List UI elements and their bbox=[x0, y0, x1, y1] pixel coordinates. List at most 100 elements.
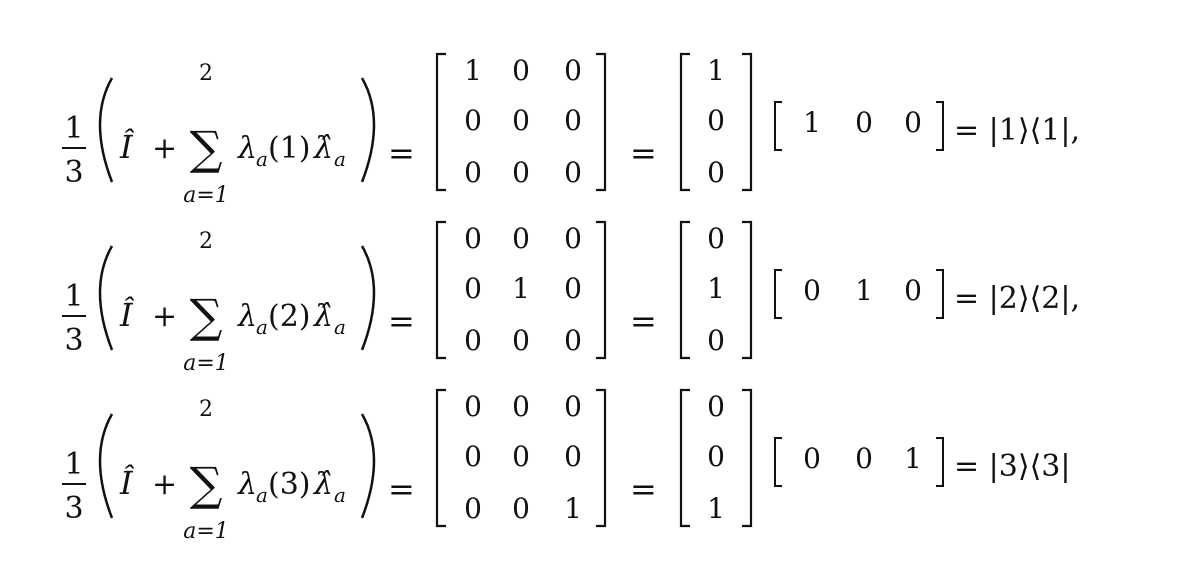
sum-symbol: ∑ bbox=[190, 457, 223, 511]
row-right-bracket bbox=[936, 269, 944, 319]
matrix-cell: 1 bbox=[564, 492, 582, 525]
matrix-cell: 0 bbox=[512, 440, 530, 473]
result-projector: = |3⟩⟨3| bbox=[954, 449, 1070, 484]
row-cell: 0 bbox=[855, 106, 873, 139]
matrix-cell: 0 bbox=[464, 324, 482, 357]
sum-symbol: ∑ bbox=[190, 121, 223, 175]
lambda-hat-subscript: a bbox=[334, 315, 346, 339]
matrix-right-bracket bbox=[596, 52, 607, 192]
column-left-bracket bbox=[679, 388, 690, 528]
lambda-subscript: a bbox=[256, 483, 268, 507]
row-left-bracket bbox=[774, 269, 782, 319]
matrix-cell: 0 bbox=[512, 156, 530, 189]
matrix-cell: 0 bbox=[464, 104, 482, 137]
column-right-bracket bbox=[742, 388, 753, 528]
equation-2-svg: 1 3 Î + 2 ∑ a=1 λ a (2) λ̂ a = 0 0 0 0 1… bbox=[62, 220, 1080, 376]
matrix-cell: 0 bbox=[464, 492, 482, 525]
column-cell: 0 bbox=[707, 324, 725, 357]
matrix-cell: 0 bbox=[564, 54, 582, 87]
matrix-cell: 0 bbox=[512, 222, 530, 255]
identity-operator: Î bbox=[119, 128, 135, 166]
sum-upper-limit: 2 bbox=[199, 397, 213, 422]
left-paren bbox=[98, 77, 114, 183]
lambda-symbol: λ bbox=[237, 131, 257, 166]
equation-1: 1 3 Î + 2 ∑ a=1 λ a (1) λ̂ a = 1 0 0 0 0… bbox=[0, 40, 1200, 210]
row-cell: 1 bbox=[904, 442, 922, 475]
equals-sign: = bbox=[630, 134, 657, 172]
sum-upper-limit: 2 bbox=[199, 229, 213, 254]
column-cell: 0 bbox=[707, 440, 725, 473]
lambda-symbol: λ bbox=[237, 467, 257, 502]
row-cell: 1 bbox=[803, 106, 821, 139]
identity-operator: Î bbox=[119, 464, 135, 502]
lambda-subscript: a bbox=[256, 315, 268, 339]
sum-lower-limit: a=1 bbox=[183, 519, 229, 544]
column-cell: 1 bbox=[707, 492, 725, 525]
matrix-right-bracket bbox=[596, 388, 607, 528]
matrix-cell: 0 bbox=[564, 324, 582, 357]
matrix-cell: 0 bbox=[464, 440, 482, 473]
lambda-argument: (3) bbox=[268, 467, 311, 502]
equals-sign: = bbox=[630, 470, 657, 508]
matrix-left-bracket bbox=[435, 388, 446, 528]
matrix-cell: 0 bbox=[512, 390, 530, 423]
equals-sign: = bbox=[388, 134, 415, 172]
fraction-denominator: 3 bbox=[64, 323, 83, 358]
identity-operator: Î bbox=[119, 296, 135, 334]
matrix-cell: 0 bbox=[512, 104, 530, 137]
plus-sign: + bbox=[152, 299, 177, 334]
matrix-cell: 0 bbox=[564, 390, 582, 423]
column-right-bracket bbox=[742, 52, 753, 192]
column-cell: 0 bbox=[707, 390, 725, 423]
row-cell: 0 bbox=[803, 274, 821, 307]
row-cell: 1 bbox=[855, 274, 873, 307]
equation-3: 1 3 Î + 2 ∑ a=1 λ a (3) λ̂ a = 0 0 0 0 0… bbox=[0, 376, 1200, 546]
row-left-bracket bbox=[774, 437, 782, 487]
column-cell: 1 bbox=[707, 54, 725, 87]
column-cell: 0 bbox=[707, 156, 725, 189]
fraction-numerator: 1 bbox=[64, 279, 83, 314]
right-paren bbox=[360, 245, 376, 351]
left-paren bbox=[98, 413, 114, 519]
matrix-cell: 0 bbox=[564, 440, 582, 473]
column-left-bracket bbox=[679, 220, 690, 360]
plus-sign: + bbox=[152, 131, 177, 166]
lambda-symbol: λ bbox=[237, 299, 257, 334]
matrix-right-bracket bbox=[596, 220, 607, 360]
row-cell: 0 bbox=[904, 106, 922, 139]
equals-sign: = bbox=[388, 302, 415, 340]
column-cell: 0 bbox=[707, 222, 725, 255]
matrix-cell: 0 bbox=[464, 156, 482, 189]
result-projector: = |2⟩⟨2|, bbox=[954, 281, 1080, 316]
lambda-argument: (1) bbox=[268, 131, 311, 166]
matrix-cell: 0 bbox=[564, 104, 582, 137]
lambda-argument: (2) bbox=[268, 299, 311, 334]
row-cell: 0 bbox=[855, 442, 873, 475]
equals-sign: = bbox=[630, 302, 657, 340]
sum-symbol: ∑ bbox=[190, 289, 223, 343]
matrix-cell: 0 bbox=[464, 222, 482, 255]
sum-upper-limit: 2 bbox=[199, 61, 213, 86]
matrix-cell: 0 bbox=[564, 272, 582, 305]
lambda-hat-subscript: a bbox=[334, 483, 346, 507]
matrix-cell: 0 bbox=[564, 156, 582, 189]
right-paren bbox=[360, 413, 376, 519]
matrix-left-bracket bbox=[435, 220, 446, 360]
left-paren bbox=[98, 245, 114, 351]
row-cell: 0 bbox=[803, 442, 821, 475]
fraction-denominator: 3 bbox=[64, 491, 83, 526]
matrix-cell: 0 bbox=[512, 54, 530, 87]
column-cell: 0 bbox=[707, 104, 725, 137]
matrix-cell: 1 bbox=[464, 54, 482, 87]
row-right-bracket bbox=[936, 437, 944, 487]
column-right-bracket bbox=[742, 220, 753, 360]
matrix-cell: 0 bbox=[512, 324, 530, 357]
fraction-numerator: 1 bbox=[64, 111, 83, 146]
column-cell: 1 bbox=[707, 272, 725, 305]
matrix-left-bracket bbox=[435, 52, 446, 192]
equation-2: 1 3 Î + 2 ∑ a=1 λ a (2) λ̂ a = 0 0 0 0 1… bbox=[0, 208, 1200, 378]
lambda-hat-symbol: λ̂ bbox=[313, 131, 333, 166]
matrix-cell: 0 bbox=[512, 492, 530, 525]
lambda-hat-symbol: λ̂ bbox=[313, 299, 333, 334]
matrix-cell: 1 bbox=[512, 272, 530, 305]
